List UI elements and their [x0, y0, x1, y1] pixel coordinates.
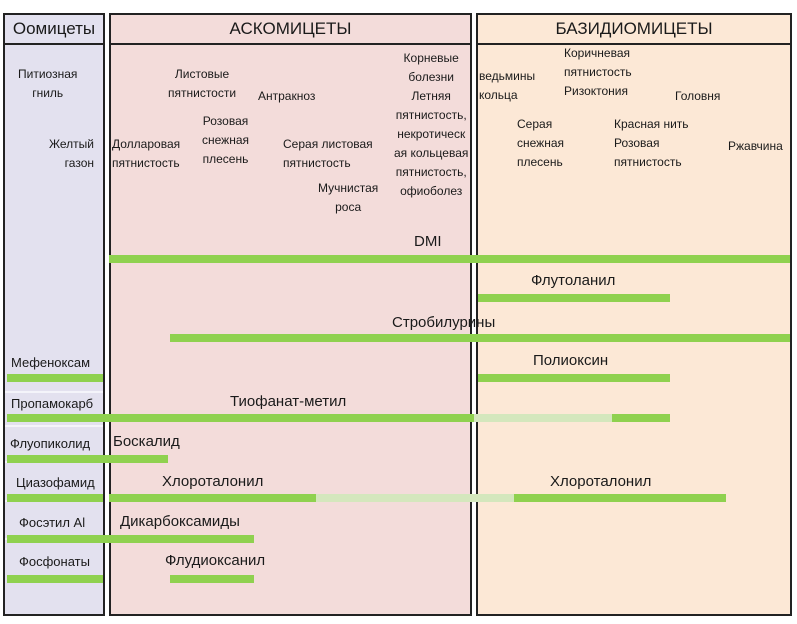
- basidiomycetes-header: БАЗИДИОМИЦЕТЫ: [478, 15, 790, 45]
- label-chlorothalonil-bas: Хлороталонил: [550, 473, 652, 490]
- bar-chlorothalonil-partial: [316, 494, 514, 502]
- bar-dmi: [109, 255, 790, 263]
- label-mefenoxam: Мефеноксам: [11, 355, 91, 370]
- bar-mefenoxam: [7, 374, 103, 382]
- bar-fluopicolide-boscalid: [7, 455, 168, 463]
- bar-thiophanate-partial: [474, 414, 612, 422]
- label-dicarboximides: Дикарбоксамиды: [120, 513, 240, 530]
- label-polyoxin: Полиоксин: [533, 352, 609, 369]
- label-phosphonates: Фосфонаты: [19, 554, 90, 569]
- ascomycetes-column: АСКОМИЦЕТЫ: [109, 13, 472, 616]
- bar-propamocarb-thiophanate: [7, 414, 474, 422]
- label-dmi: DMI: [414, 233, 442, 250]
- bar-thiophanate-bas: [612, 414, 670, 422]
- label-fludioxonil: Флудиоксанил: [165, 552, 266, 569]
- disease-rust: Ржавчина: [728, 139, 783, 153]
- label-thiophanate-methyl: Тиофанат-метил: [230, 393, 347, 410]
- bar-fludioxonil: [170, 575, 254, 583]
- row-separator: [5, 391, 103, 393]
- label-fluopicolide: Флуопиколид: [10, 436, 91, 451]
- basidiomycetes-column: БАЗИДИОМИЦЕТЫ: [476, 13, 792, 616]
- bar-polyoxin: [478, 374, 670, 382]
- label-chlorothalonil-asc: Хлороталонил: [162, 473, 264, 490]
- oomycetes-header: Оомицеты: [5, 15, 103, 45]
- disease-anthracnose: Антракноз: [258, 89, 316, 103]
- bar-phosphonates: [7, 575, 103, 583]
- bar-strobilurins: [170, 334, 790, 342]
- label-cyazofamid: Циазофамид: [16, 475, 95, 490]
- bar-chlorothalonil-bas: [514, 494, 726, 502]
- row-separator: [5, 425, 103, 427]
- label-fosetyl-al: Фосэтил Al: [19, 515, 86, 530]
- label-flutolanil: Флутоланил: [531, 272, 616, 289]
- bar-fosetyl-dicarboximides: [7, 535, 254, 543]
- oomycetes-column: Оомицеты: [3, 13, 105, 616]
- bar-cyazofamid: [7, 494, 103, 502]
- ascomycetes-header: АСКОМИЦЕТЫ: [111, 15, 470, 45]
- bar-chlorothalonil-asc: [109, 494, 316, 502]
- label-propamocarb: Пропамокарб: [11, 396, 94, 411]
- label-strobilurins: Стробилурины: [392, 314, 496, 331]
- bar-flutolanil: [478, 294, 670, 302]
- label-boscalid: Боскалид: [113, 433, 180, 450]
- disease-smut: Головня: [675, 89, 721, 103]
